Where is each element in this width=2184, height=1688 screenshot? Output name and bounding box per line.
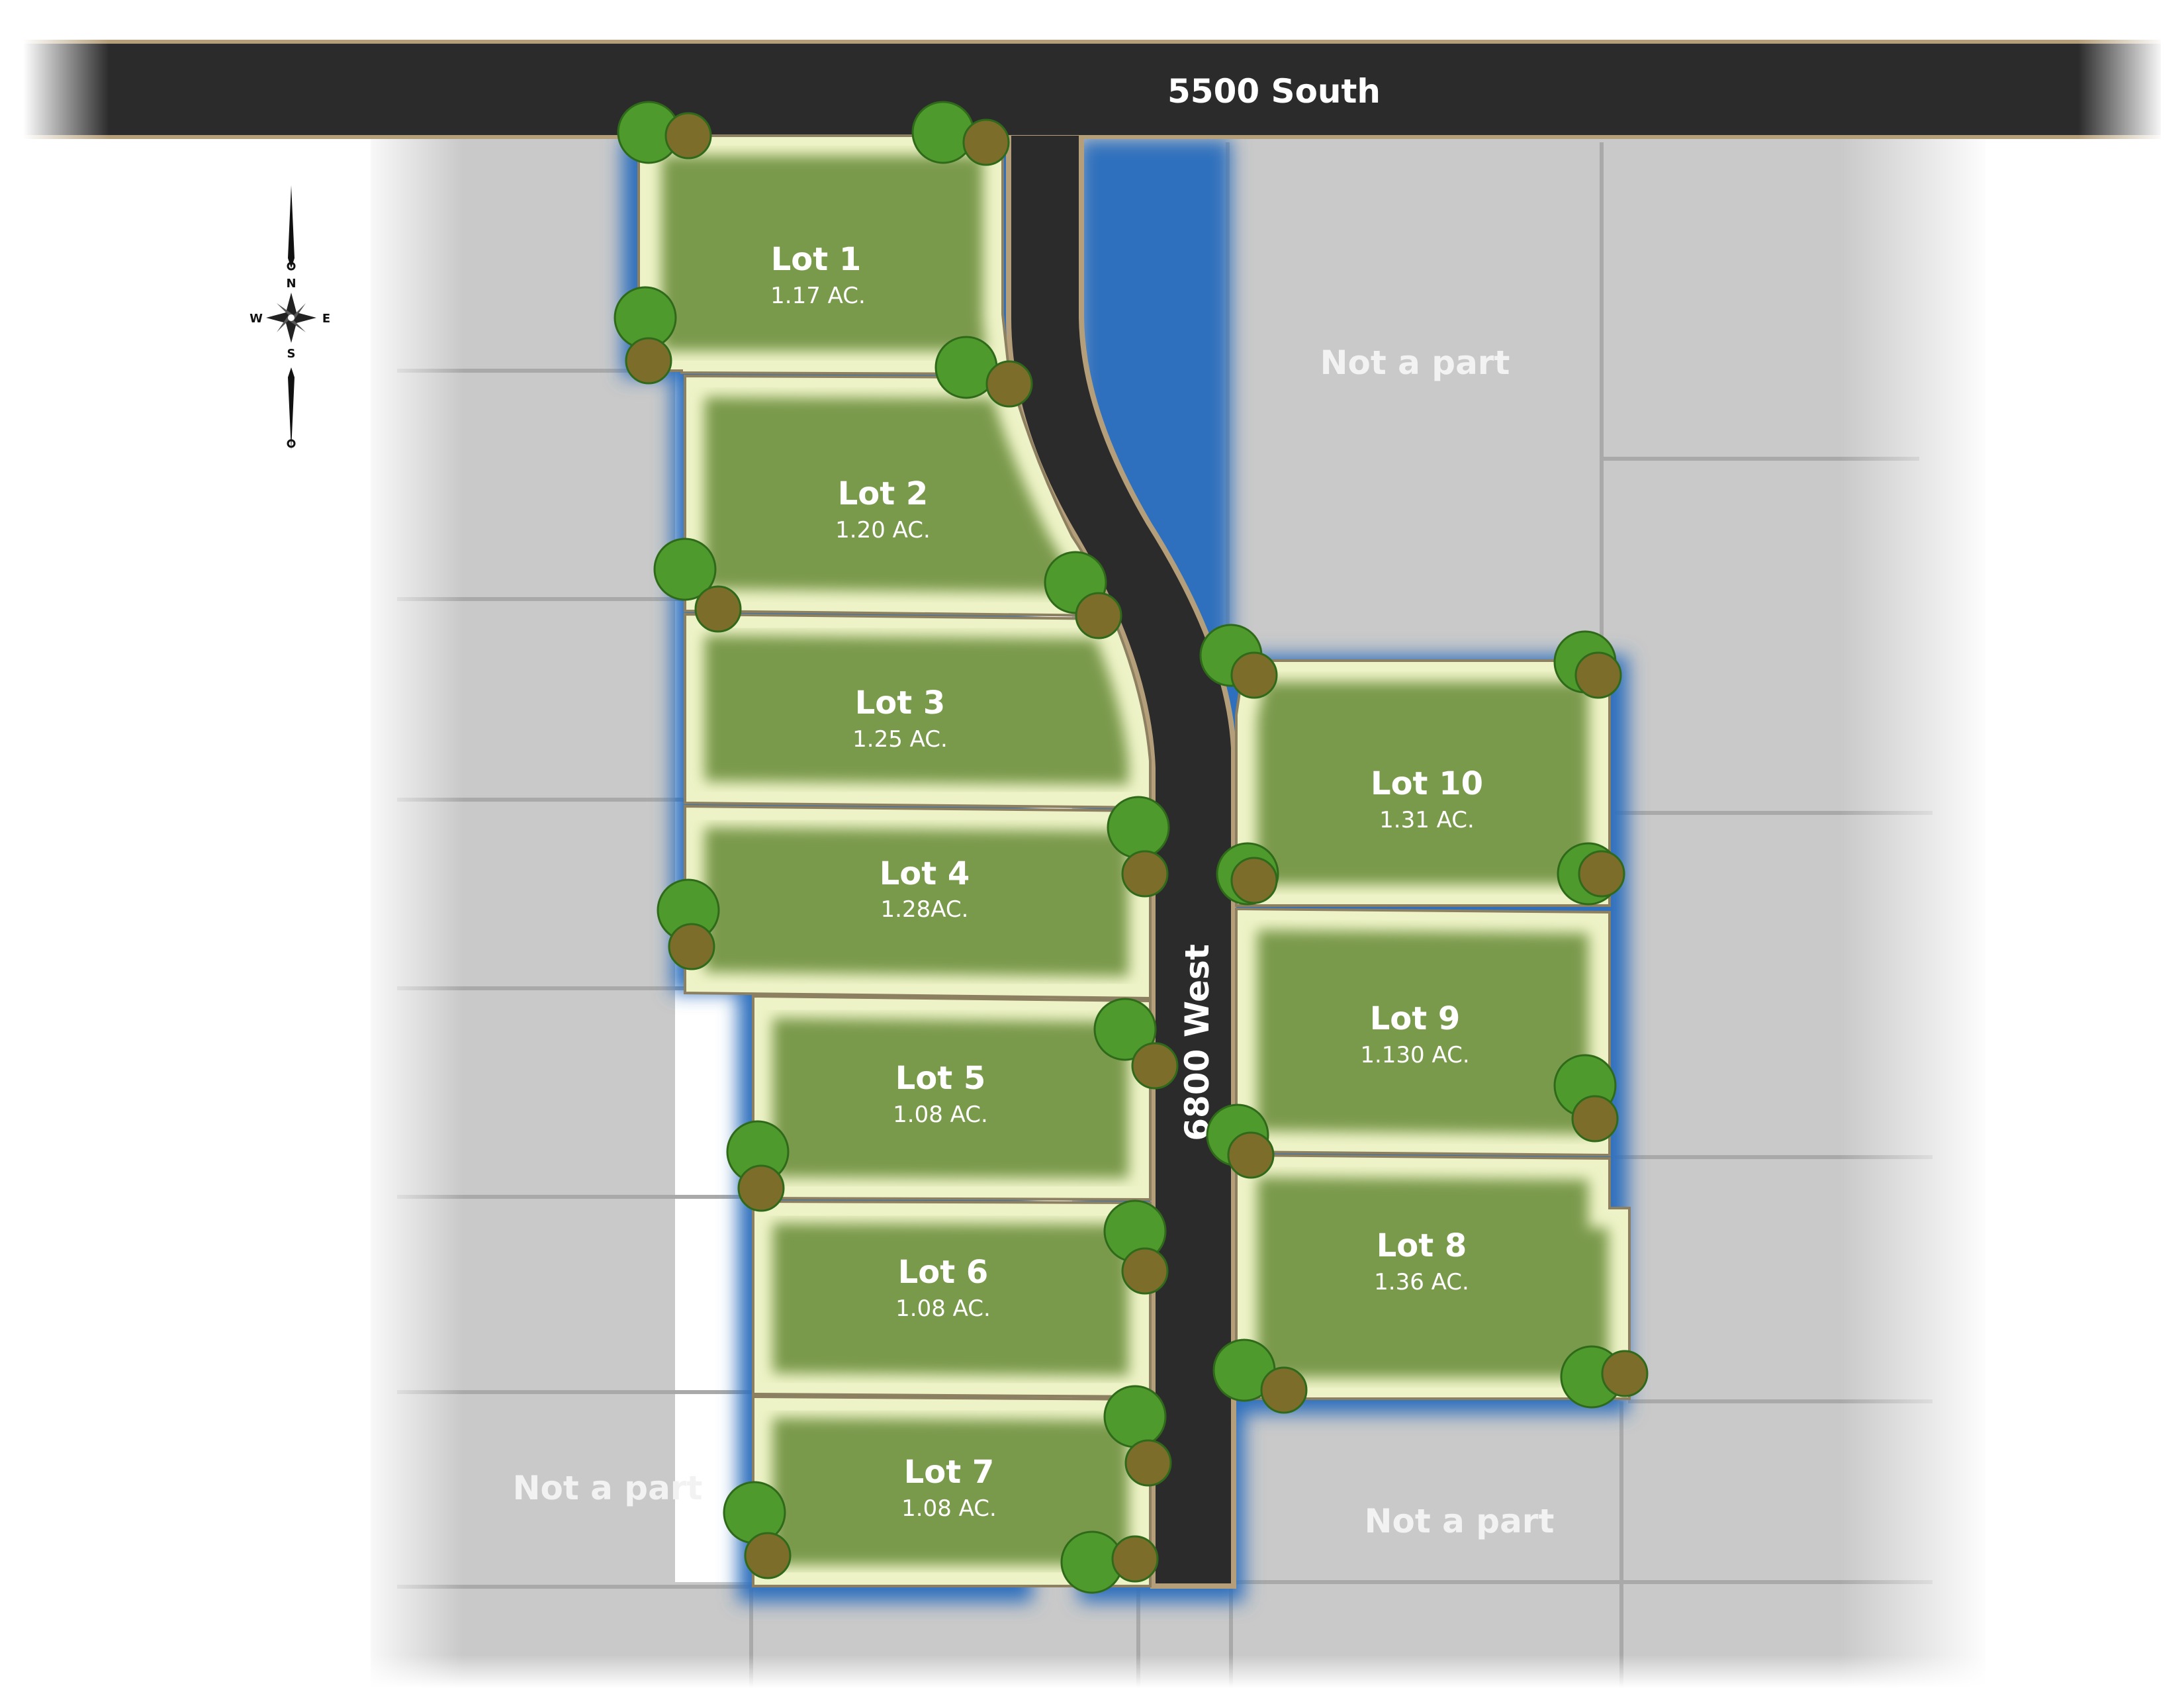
road-fade-right — [2078, 40, 2164, 139]
lot-10-name: Lot 10 — [1371, 765, 1483, 802]
lot-9-name: Lot 9 — [1370, 1000, 1461, 1037]
trees — [614, 101, 1649, 1594]
lot-5-name: Lot 5 — [895, 1060, 986, 1097]
tree-icon — [1121, 1247, 1169, 1295]
tree-icon — [1574, 651, 1622, 699]
compass-rose: N S E W — [250, 185, 330, 450]
road-label-5500-south: 5500 South — [1167, 72, 1381, 111]
lot-2-name: Lot 2 — [838, 475, 929, 512]
tree-icon — [1121, 850, 1169, 898]
road-label-6800-west: 6800 West — [1178, 944, 1216, 1141]
compass-ring-south — [287, 439, 296, 448]
lot-4-inner — [705, 827, 1128, 976]
lot-2[interactable] — [684, 374, 1114, 618]
compass-s-label: S — [287, 347, 296, 361]
lot-1-name: Lot 1 — [771, 241, 862, 278]
lot-9[interactable] — [1235, 907, 1611, 1157]
lot-10[interactable] — [1235, 659, 1611, 907]
tree-icon — [1124, 1439, 1172, 1487]
tree-icon — [664, 112, 712, 160]
tree-icon — [1230, 651, 1278, 699]
tree-icon — [1230, 857, 1278, 904]
tree-icon — [1260, 1366, 1308, 1414]
tree-icon — [1571, 1095, 1619, 1143]
compass-ring-north — [287, 261, 296, 271]
lot-1[interactable] — [637, 134, 1011, 376]
compass-north-needle — [288, 185, 295, 268]
not-a-part-labels: Not a part Not a part Not a part — [513, 344, 1555, 1540]
tree-icon — [694, 585, 742, 633]
lot-9-inner — [1257, 930, 1588, 1134]
tree-icon — [1227, 1131, 1275, 1179]
tree-icon — [653, 538, 717, 601]
not-a-part-label-northeast: Not a part — [1320, 344, 1510, 382]
tree-icon — [744, 1532, 792, 1579]
road-asphalt — [23, 44, 2161, 135]
lot-8-name: Lot 8 — [1377, 1227, 1467, 1264]
lot-2-inner — [705, 397, 1079, 592]
lot-3-name: Lot 3 — [855, 684, 946, 722]
lot-7-area: 1.08 AC. — [901, 1495, 997, 1522]
lot-4-name: Lot 4 — [880, 855, 970, 892]
lot-3-inner — [705, 635, 1128, 784]
tree-icon — [911, 101, 975, 164]
tree-icon — [1103, 1385, 1167, 1448]
lot-8-inner — [1257, 1177, 1608, 1378]
lot-2-area: 1.20 AC. — [835, 517, 931, 543]
lot-10-area: 1.31 AC. — [1379, 807, 1475, 833]
tree-icon — [625, 337, 672, 385]
lot-5-area: 1.08 AC. — [893, 1102, 988, 1128]
lot-4-area: 1.28AC. — [881, 896, 969, 923]
tree-icon — [668, 923, 715, 970]
tree-icon — [1601, 1350, 1649, 1397]
lot-4[interactable] — [684, 804, 1152, 1000]
lot-5[interactable] — [752, 994, 1152, 1201]
compass-e-label: E — [322, 312, 330, 326]
road-6800-west: 6800 West — [1006, 136, 1236, 1589]
edge-fade-right — [1840, 126, 1992, 1688]
compass-center — [288, 314, 295, 321]
tree-icon — [1111, 1535, 1159, 1583]
lot-7[interactable] — [752, 1395, 1152, 1587]
tree-icon — [1107, 796, 1170, 859]
lot-6-area: 1.08 AC. — [895, 1295, 991, 1322]
lot-6[interactable] — [752, 1199, 1152, 1399]
lot-6-name: Lot 6 — [898, 1254, 989, 1291]
compass-n-label: N — [286, 277, 296, 291]
lot-labels: Lot 1 1.17 AC. Lot 2 1.20 AC. Lot 3 1.25… — [770, 241, 1483, 1522]
lot-5-inner — [773, 1018, 1128, 1178]
tree-icon — [1131, 1042, 1179, 1090]
lot-3-area: 1.25 AC. — [852, 726, 948, 753]
tree-icon — [1093, 998, 1157, 1061]
lot-1-area: 1.17 AC. — [770, 283, 866, 309]
lot-10-inner — [1257, 682, 1588, 884]
edge-fade-bottom — [357, 1655, 1992, 1688]
road-asphalt — [1011, 136, 1231, 1583]
edge-fade-left — [357, 126, 463, 1688]
tree-icon — [737, 1164, 785, 1212]
tree-icon — [962, 118, 1010, 166]
lot-3[interactable] — [684, 612, 1152, 810]
lot-8-area: 1.36 AC. — [1374, 1269, 1469, 1295]
road-5500-south: 5500 South — [23, 40, 2164, 139]
not-a-part-label-southwest: Not a part — [513, 1469, 703, 1507]
lot-7-inner — [773, 1418, 1128, 1565]
tree-icon — [1578, 850, 1625, 898]
tree-icon — [1075, 592, 1122, 639]
lot-6-inner — [773, 1223, 1128, 1376]
tree-icon — [985, 360, 1033, 408]
road-fade-left — [23, 40, 109, 139]
compass-w-label: W — [250, 312, 263, 326]
lot-1-inner — [662, 156, 986, 351]
lot-7-name: Lot 7 — [904, 1454, 995, 1491]
lot-8[interactable] — [1235, 1153, 1631, 1400]
lots — [637, 134, 1631, 1587]
compass-south-needle — [288, 367, 295, 450]
not-a-part-label-southeast: Not a part — [1365, 1502, 1555, 1540]
lot-9-area: 1.130 AC. — [1360, 1042, 1469, 1068]
